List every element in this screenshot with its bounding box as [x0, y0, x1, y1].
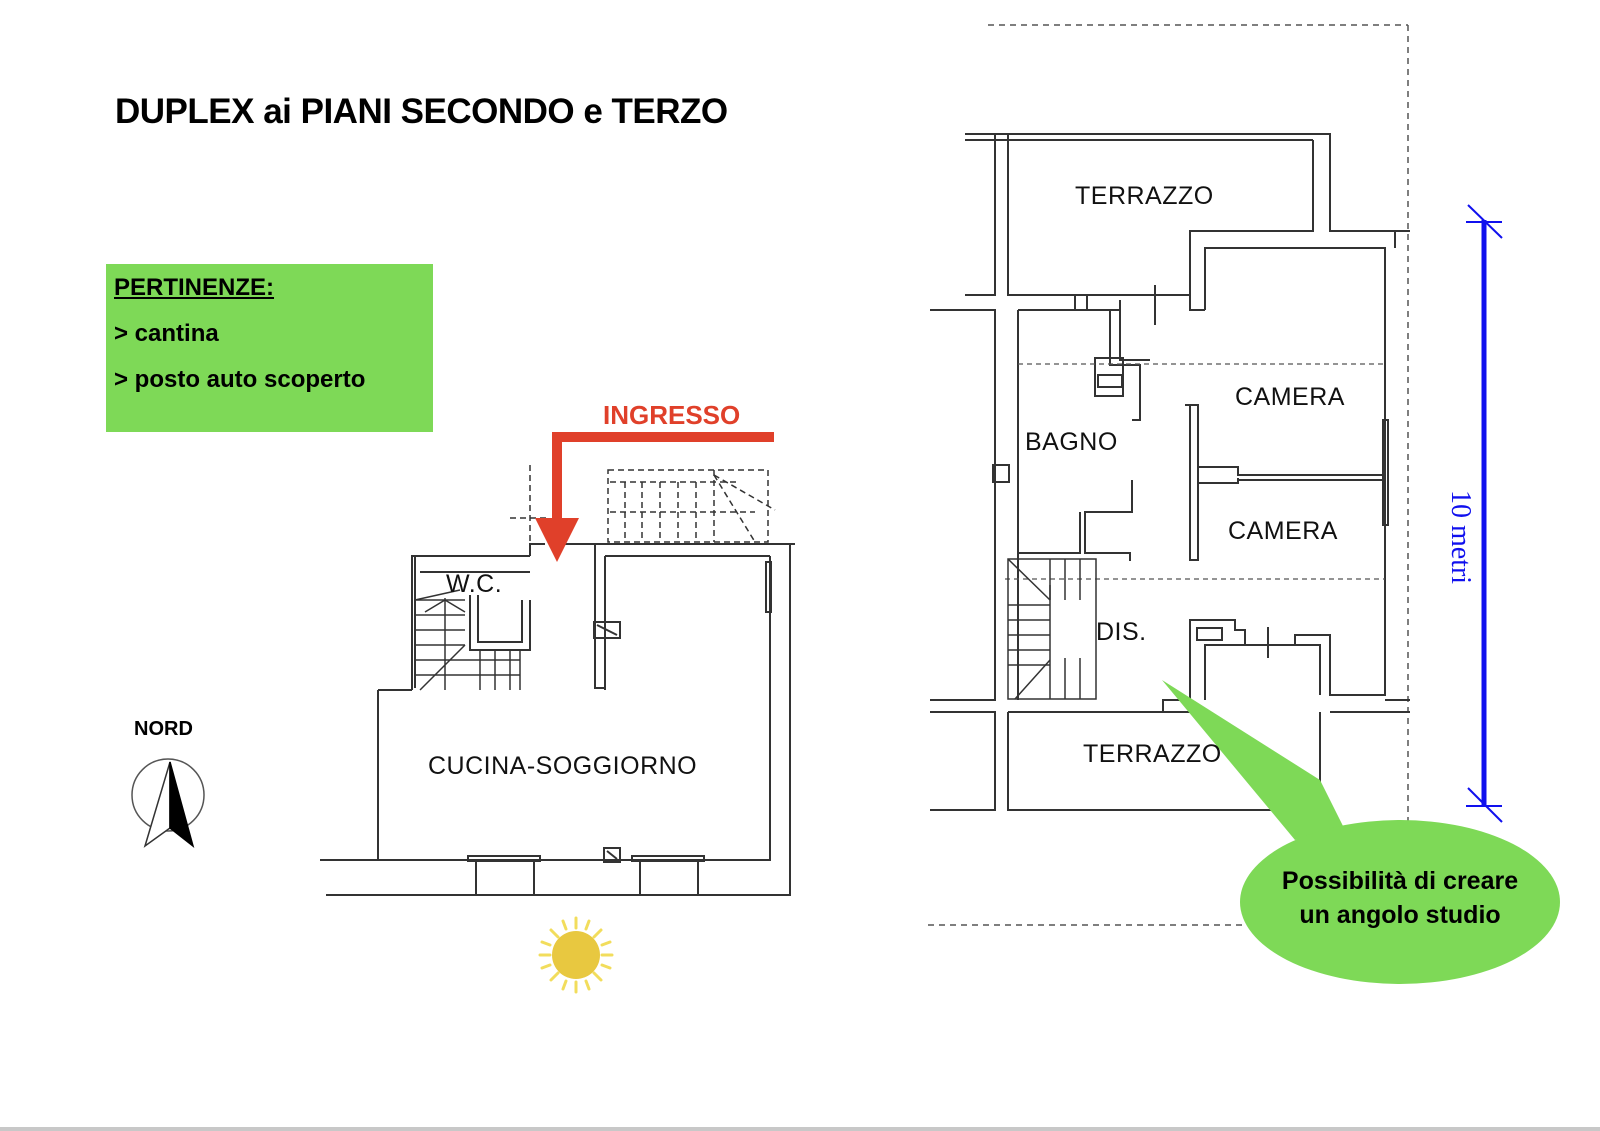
lower-floor-plan — [320, 465, 795, 896]
room-label-bagno: BAGNO — [1025, 428, 1118, 456]
room-label-wc: W.C. — [446, 570, 503, 598]
room-label-dis: DIS. — [1096, 618, 1147, 646]
room-label-terrazzo-top: TERRAZZO — [1075, 182, 1214, 210]
upper-floor-plan — [928, 24, 1410, 926]
pertinenze-box: PERTINENZE: > cantina > posto auto scope… — [106, 264, 433, 432]
callout-text: Possibilità di creare un angolo studio — [1250, 864, 1550, 932]
scale-bar — [1466, 204, 1503, 823]
room-label-terrazzo-bottom: TERRAZZO — [1083, 740, 1222, 768]
room-label-cucina-soggiorno: CUCINA-SOGGIORNO — [428, 752, 698, 780]
north-label: NORD — [134, 718, 193, 740]
bottom-divider — [0, 1127, 1600, 1131]
callout-bubble — [1162, 680, 1560, 984]
pertinenze-heading: PERTINENZE: — [114, 274, 275, 301]
scale-bar-label: 10 metri — [1445, 490, 1476, 585]
pertinenze-item: > posto auto scoperto — [114, 366, 366, 393]
room-label-camera-1: CAMERA — [1235, 383, 1345, 411]
entrance-arrow-icon — [535, 432, 774, 562]
room-label-camera-2: CAMERA — [1228, 517, 1338, 545]
north-arrow-icon — [131, 758, 205, 848]
pertinenze-item: > cantina — [114, 320, 219, 347]
entrance-label: INGRESSO — [603, 400, 741, 430]
page-title: DUPLEX ai PIANI SECONDO e TERZO — [115, 92, 728, 131]
callout-line-1: Possibilità di creare — [1281, 867, 1519, 895]
sun-icon — [538, 916, 614, 994]
callout-line-2: un angolo studio — [1299, 901, 1501, 929]
